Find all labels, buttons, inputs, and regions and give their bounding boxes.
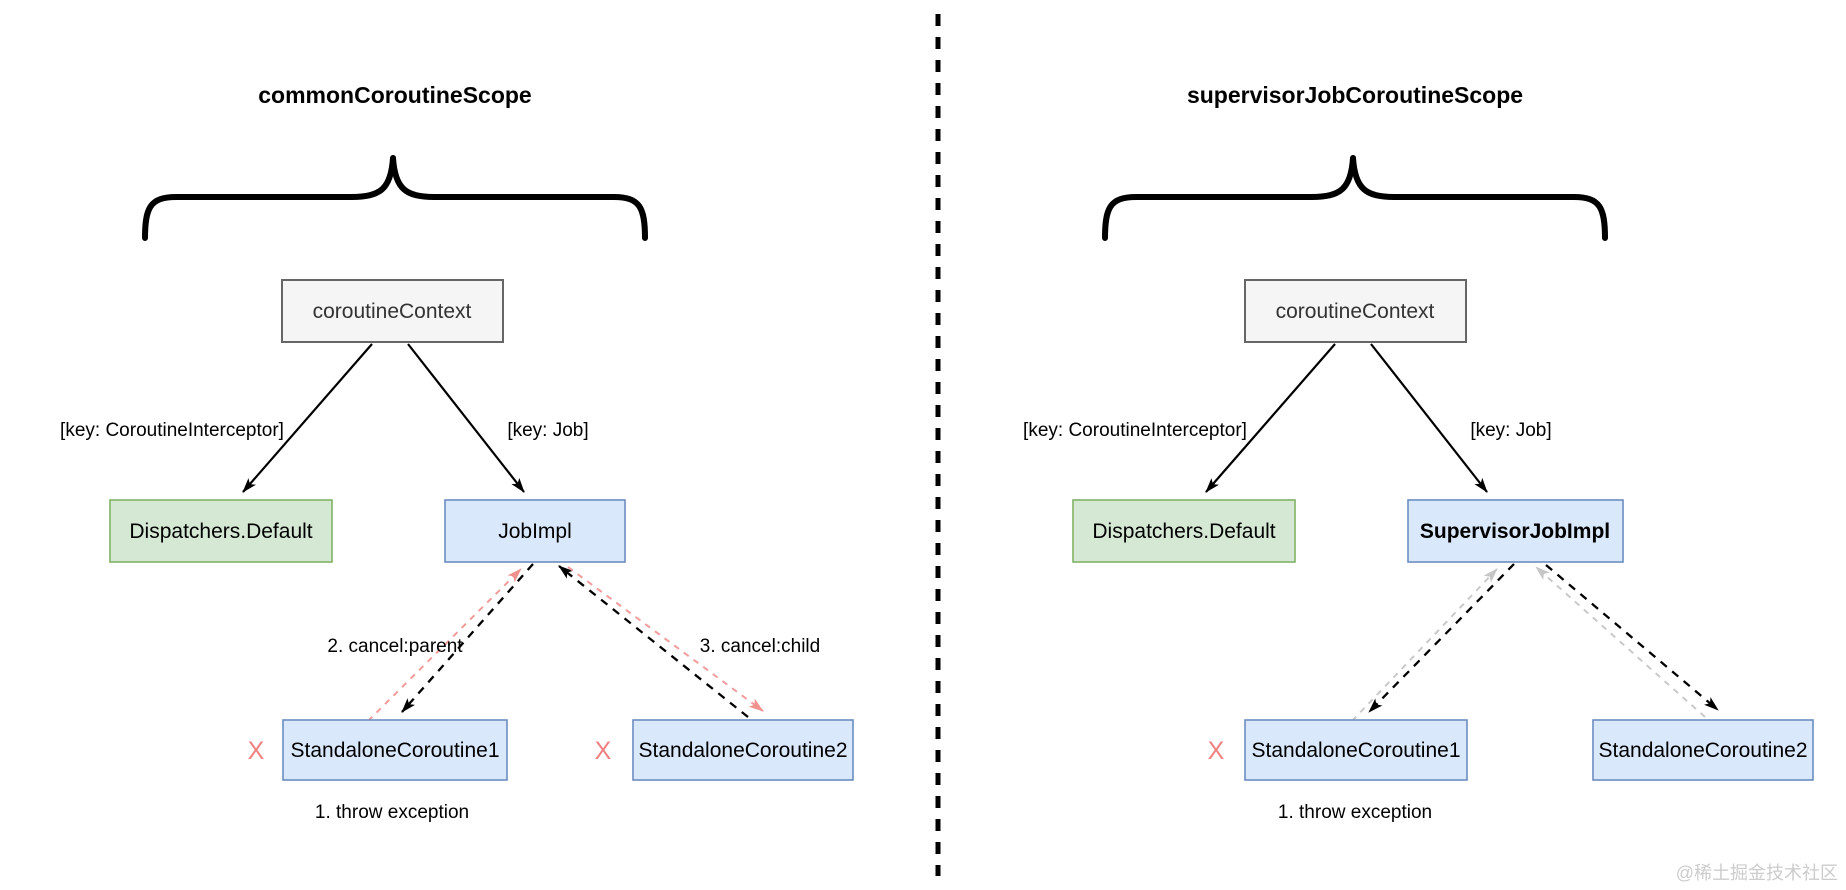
left-edge-context-to-job bbox=[407, 343, 525, 493]
left-dispatcher-box bbox=[109, 499, 333, 563]
right-parent-to-child2-link bbox=[1545, 564, 1719, 711]
right-key-job-label: [key: Job] bbox=[1470, 420, 1551, 441]
right-dispatcher-label: Dispatchers.Default bbox=[1092, 520, 1275, 543]
right-standalone-coroutine1-node: StandaloneCoroutine1 bbox=[1244, 719, 1468, 781]
right-standalone-coroutine1-label: StandaloneCoroutine1 bbox=[1252, 739, 1461, 762]
left-key-job-label: [key: Job] bbox=[507, 420, 588, 441]
left-job-impl-node: JobImpl bbox=[444, 499, 626, 563]
left-coroutine-context-label: coroutineContext bbox=[313, 300, 472, 323]
right-supervisor-job-impl-label: SupervisorJobImpl bbox=[1420, 520, 1610, 543]
right-coroutine-context-label: coroutineContext bbox=[1276, 300, 1435, 323]
right-supervisor-job-impl-node: SupervisorJobImpl bbox=[1407, 499, 1624, 563]
right-standalone-coroutine2-label: StandaloneCoroutine2 bbox=[1599, 739, 1808, 762]
right-throw-exception-label: 1. throw exception bbox=[1278, 802, 1432, 823]
right-standalone-coroutine2-node: StandaloneCoroutine2 bbox=[1592, 719, 1814, 781]
left-key-interceptor-label: [key: CoroutineInterceptor] bbox=[60, 420, 284, 441]
left-parent-to-child1-link bbox=[401, 563, 534, 713]
left-cancel-child-arrow bbox=[567, 566, 764, 712]
left-dispatcher-node: Dispatchers.Default bbox=[109, 499, 333, 563]
left-job-impl-label: JobImpl bbox=[498, 520, 572, 543]
right-key-interceptor-label: [key: CoroutineInterceptor] bbox=[1023, 420, 1247, 441]
right-supervisor-job-impl-box bbox=[1407, 499, 1624, 563]
left-child2-to-parent-link bbox=[558, 565, 749, 718]
left-scope-brace-icon bbox=[142, 155, 648, 241]
right-dispatcher-box bbox=[1072, 499, 1296, 563]
right-standalone-coroutine1-box bbox=[1244, 719, 1468, 781]
right-coroutine-context-node: coroutineContext bbox=[1244, 279, 1467, 343]
left-standalone-coroutine1-box bbox=[282, 719, 508, 781]
left-coroutine-context-node: coroutineContext bbox=[281, 279, 504, 343]
left-cancel-child-label: 3. cancel:child bbox=[700, 636, 820, 657]
left-edge-context-to-dispatcher bbox=[242, 343, 373, 493]
right-suppressed-cancel-parent-arrow bbox=[1351, 568, 1498, 722]
left-throw-exception-label: 1. throw exception bbox=[315, 802, 469, 823]
right-suppressed-cancel-child-arrow bbox=[1535, 566, 1706, 718]
watermark-text: @稀土掘金技术社区 bbox=[1676, 863, 1838, 883]
right-parent-to-child1-link bbox=[1368, 563, 1515, 713]
right-edge-context-to-job bbox=[1370, 343, 1488, 493]
right-dispatcher-node: Dispatchers.Default bbox=[1072, 499, 1296, 563]
left-standalone-coroutine1-label: StandaloneCoroutine1 bbox=[291, 739, 500, 762]
left-standalone-coroutine1-node: StandaloneCoroutine1 bbox=[282, 719, 508, 781]
left-child1-cancelled-x-mark: X bbox=[248, 737, 265, 765]
left-standalone-coroutine2-label: StandaloneCoroutine2 bbox=[639, 739, 848, 762]
left-panel-title: commonCoroutineScope bbox=[258, 82, 531, 108]
right-standalone-coroutine2-box bbox=[1592, 719, 1814, 781]
left-job-impl-box bbox=[444, 499, 626, 563]
right-scope-brace-icon bbox=[1102, 155, 1608, 241]
right-panel: supervisorJobCoroutineScope coroutineCon… bbox=[1023, 82, 1814, 823]
right-edge-context-to-dispatcher bbox=[1205, 343, 1336, 493]
left-dispatcher-label: Dispatchers.Default bbox=[129, 520, 312, 543]
left-child2-cancelled-x-mark: X bbox=[595, 737, 612, 765]
right-child1-cancelled-x-mark: X bbox=[1208, 737, 1225, 765]
left-coroutine-context-box bbox=[281, 279, 504, 343]
right-panel-title: supervisorJobCoroutineScope bbox=[1187, 82, 1523, 108]
left-standalone-coroutine2-box bbox=[632, 719, 854, 781]
left-cancel-parent-label: 2. cancel:parent bbox=[327, 636, 463, 657]
right-coroutine-context-box bbox=[1244, 279, 1467, 343]
left-panel: commonCoroutineScope coroutineContext [k… bbox=[60, 82, 854, 823]
left-standalone-coroutine2-node: StandaloneCoroutine2 bbox=[632, 719, 854, 781]
